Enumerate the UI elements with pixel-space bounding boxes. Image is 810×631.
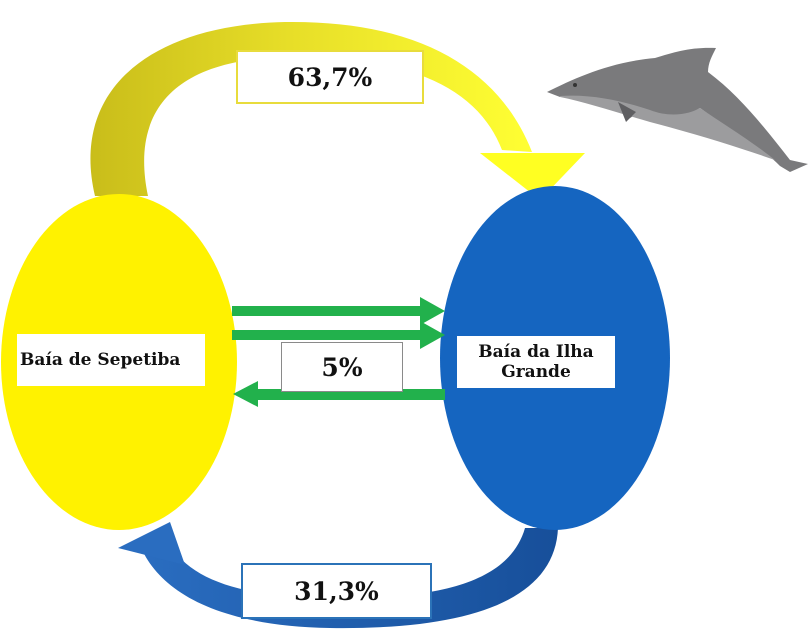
sepetiba-label: Baía de Sepetiba	[17, 334, 205, 386]
middle-flow-arrows	[232, 297, 445, 407]
middle-flow-label: 5%	[281, 342, 403, 392]
ilha-grande-label: Baía da Ilha Grande	[457, 336, 615, 388]
ilha-grande-label-line1: Baía da Ilha	[478, 342, 594, 362]
ilha-grande-label-line2: Grande	[501, 362, 571, 382]
top-flow-arrow	[90, 21, 585, 200]
top-flow-label: 63,7%	[236, 50, 424, 104]
bottom-flow-label: 31,3%	[241, 563, 432, 619]
sepetiba-label-text: Baía de Sepetiba	[20, 350, 181, 370]
dolphin-icon	[547, 47, 808, 172]
